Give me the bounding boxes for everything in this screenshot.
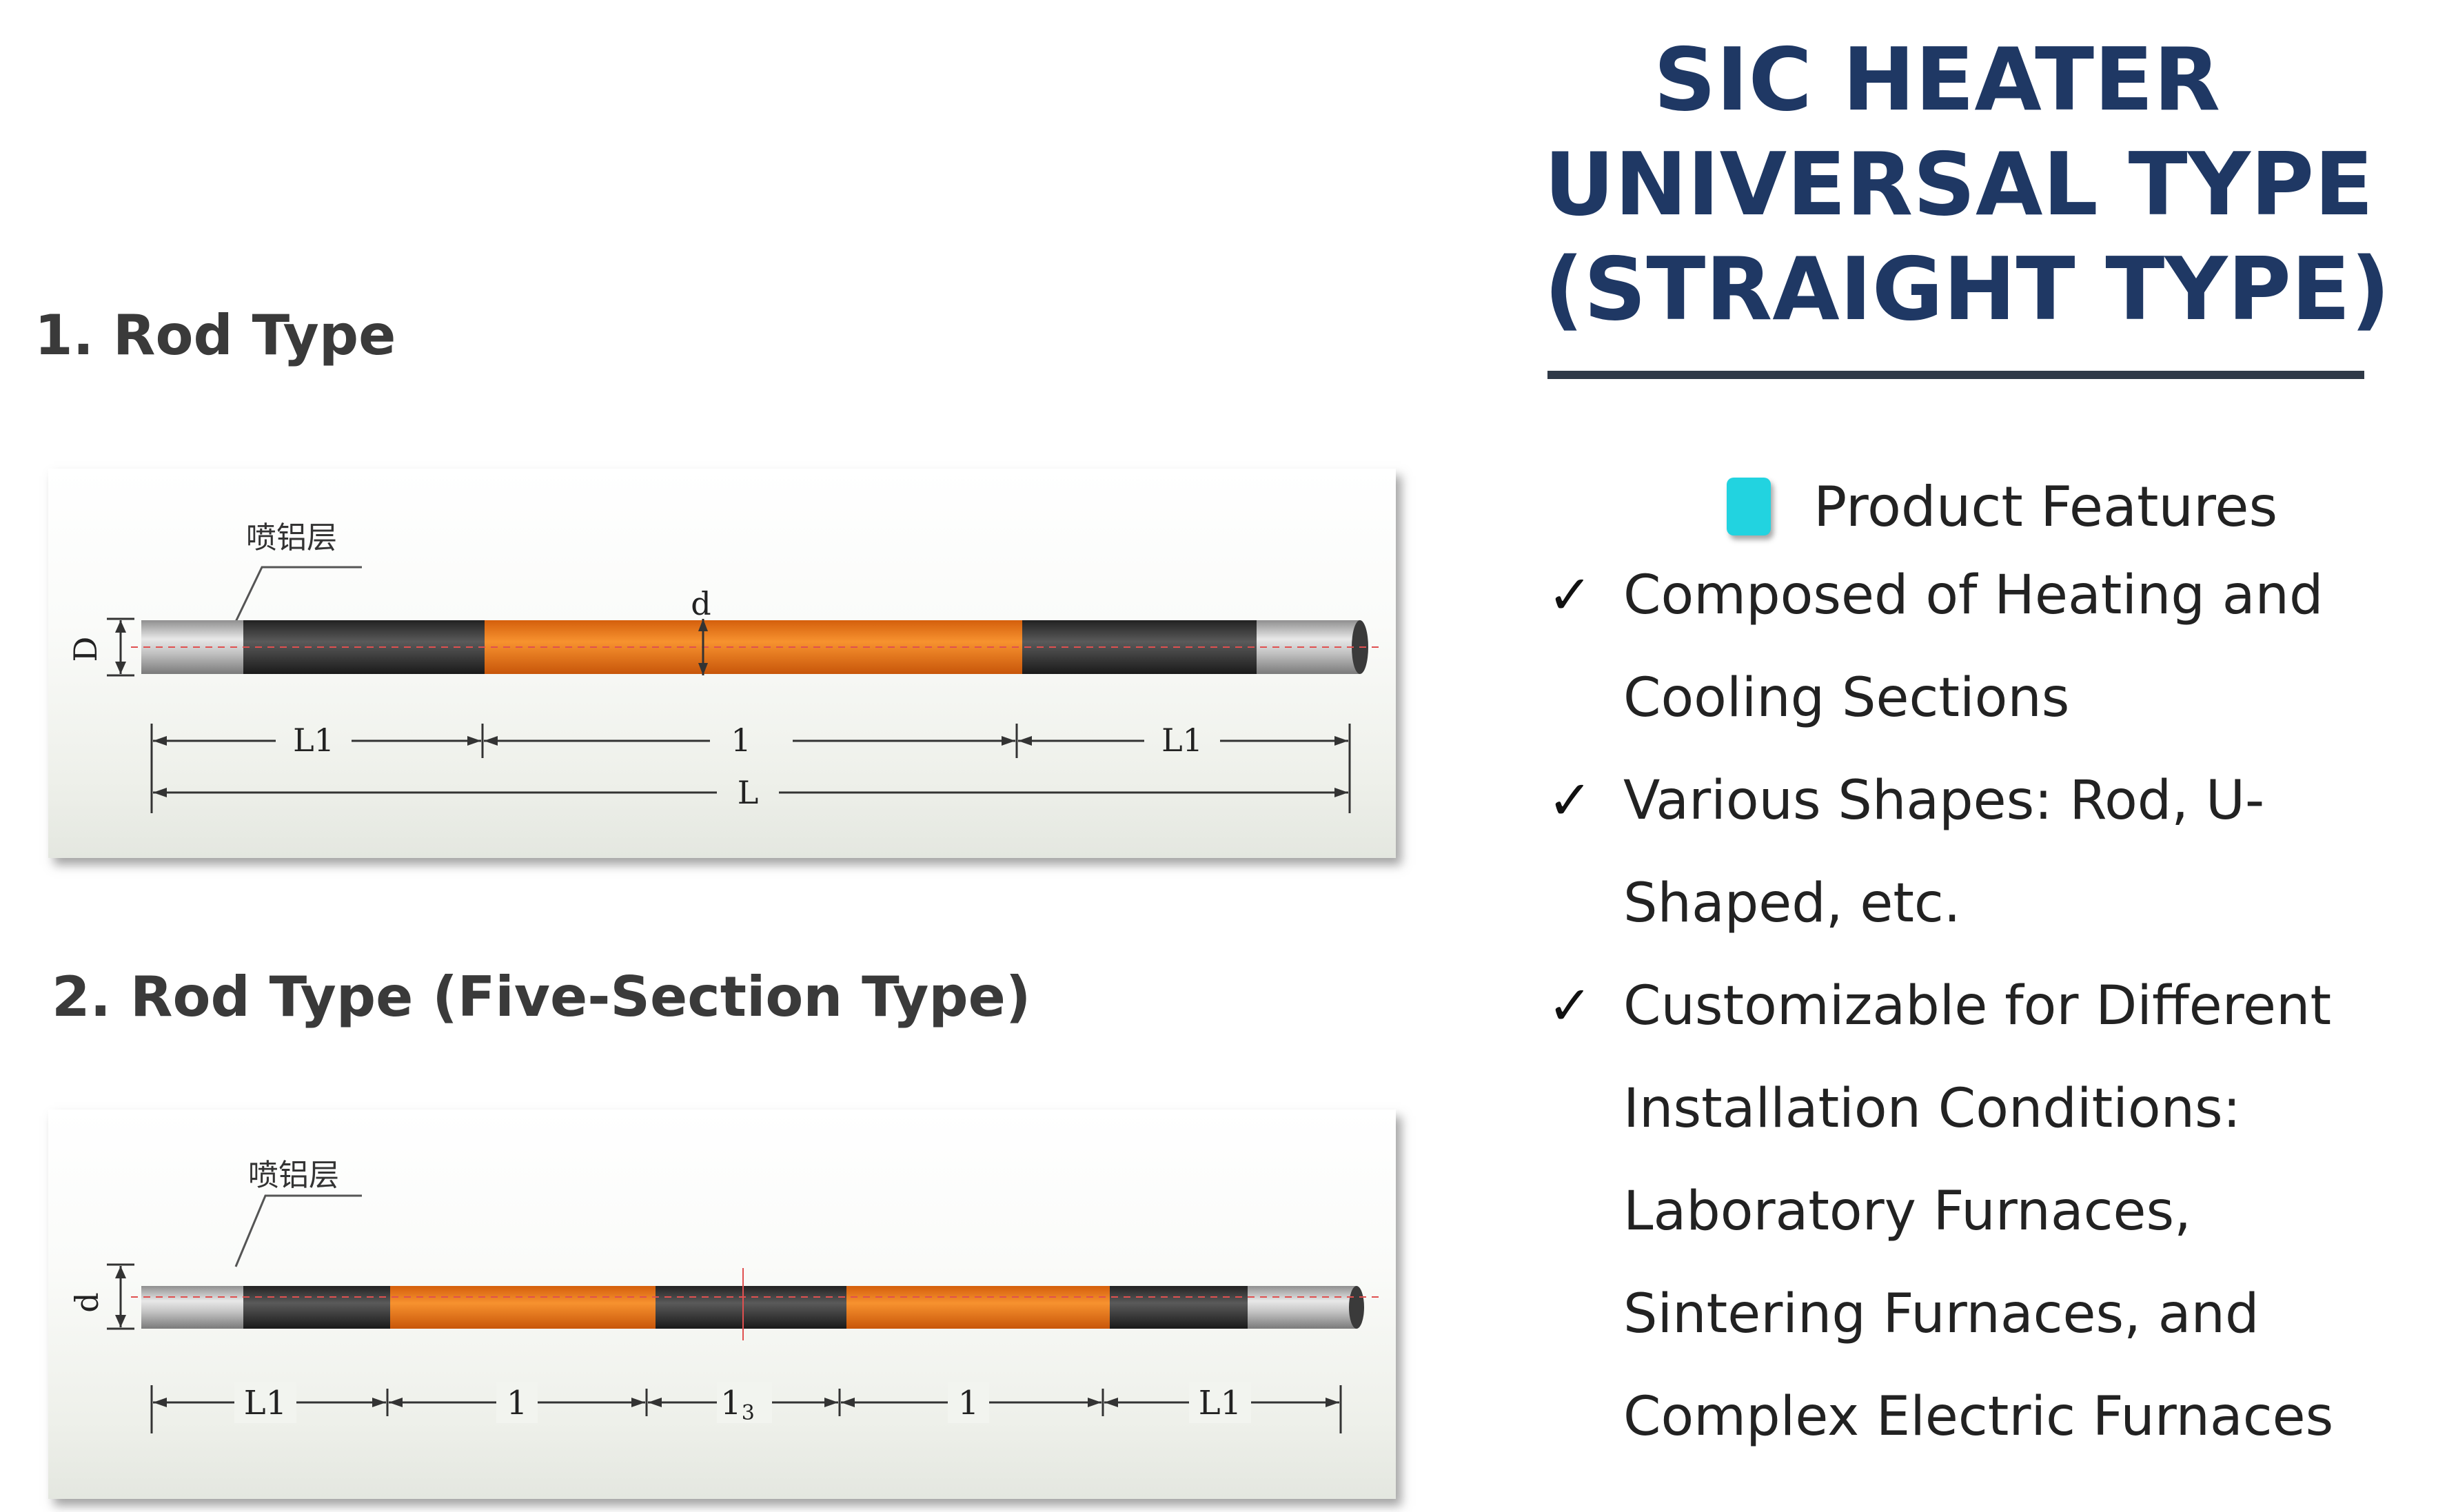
arrowhead bbox=[1104, 1398, 1118, 1407]
feature-item: ✓ Composed of Heating and Cooling Sectio… bbox=[1547, 544, 2444, 750]
arrowhead bbox=[372, 1398, 386, 1407]
heating-section-right bbox=[846, 1286, 1110, 1329]
label-gap bbox=[1189, 1382, 1251, 1423]
coating-leader-line bbox=[234, 1194, 362, 1267]
feature-item: ✓ Various Shapes: Rod, U-Shaped, etc. bbox=[1547, 750, 2444, 955]
coating-leader-line bbox=[234, 566, 362, 622]
rod-end-cap bbox=[1349, 1286, 1364, 1329]
arrowhead bbox=[1018, 736, 1032, 746]
core-arrowhead-bottom bbox=[698, 663, 708, 675]
dim-label-middle: 13 bbox=[720, 1384, 755, 1425]
heating-section-left bbox=[390, 1286, 656, 1329]
core-arrowhead-top bbox=[698, 619, 708, 631]
page-title: SIC HEATER UNIVERSAL TYPE (STRAIGHT TYPE… bbox=[1544, 28, 2390, 342]
feature-item: ✓ Customizable for Different Installatio… bbox=[1547, 955, 2444, 1469]
rod-type-diagram-svg: 喷铝层 D d L1 1 bbox=[67, 520, 1379, 813]
label-gap bbox=[496, 1382, 538, 1423]
dim-label-l1-right: L1 bbox=[1161, 722, 1203, 759]
title-line-2: UNIVERSAL TYPE bbox=[1544, 134, 2374, 235]
diameter-label: d bbox=[68, 1292, 105, 1312]
title-underline bbox=[1547, 371, 2364, 379]
check-icon: ✓ bbox=[1547, 770, 1593, 832]
bullet-square-icon bbox=[1727, 478, 1771, 535]
aluminum-end-right bbox=[1257, 620, 1360, 674]
check-icon: ✓ bbox=[1547, 564, 1593, 626]
label-gap bbox=[717, 1382, 772, 1423]
dim-label-heating-right: 1 bbox=[958, 1384, 979, 1422]
cooling-section-left bbox=[243, 620, 485, 674]
features-heading-label: Product Features bbox=[1814, 474, 2278, 539]
diameter-arrowhead-top bbox=[115, 1266, 126, 1278]
arrowhead bbox=[1334, 736, 1348, 746]
arrowhead bbox=[1002, 736, 1015, 746]
check-icon: ✓ bbox=[1547, 975, 1593, 1037]
arrowhead bbox=[841, 1398, 855, 1407]
arrowhead bbox=[631, 1398, 645, 1407]
arrowhead bbox=[1088, 1398, 1101, 1407]
arrowhead bbox=[1334, 788, 1348, 797]
dim-label-heating: 1 bbox=[731, 722, 751, 759]
section-heading-five-section-type: 2. Rod Type (Five-Section Type) bbox=[52, 965, 1031, 1029]
arrowhead bbox=[389, 1398, 403, 1407]
five-section-rod-diagram: 喷铝层 d L1 1 bbox=[48, 1110, 1396, 1499]
aluminum-end-right bbox=[1248, 1286, 1357, 1329]
diameter-label: D bbox=[67, 637, 104, 662]
coating-label: 喷铝层 bbox=[246, 520, 337, 555]
dim-label-l1-right: L1 bbox=[1199, 1384, 1241, 1422]
arrowhead bbox=[484, 736, 498, 746]
cooling-section-left bbox=[243, 1286, 390, 1329]
arrowhead bbox=[1326, 1398, 1339, 1407]
cooling-section-middle bbox=[656, 1286, 846, 1329]
cooling-section-right bbox=[1110, 1286, 1248, 1329]
arrowhead bbox=[648, 1398, 662, 1407]
dim-label-l1-left: L1 bbox=[293, 722, 334, 759]
label-gap bbox=[948, 1382, 989, 1423]
feature-text: Composed of Heating and Cooling Sections bbox=[1623, 564, 2324, 729]
arrowhead bbox=[824, 1398, 838, 1407]
arrowhead bbox=[153, 788, 167, 797]
core-label: d bbox=[691, 585, 711, 622]
aluminum-end-left bbox=[141, 1286, 243, 1329]
diameter-arrowhead-top bbox=[115, 620, 126, 633]
dim-label-heating-left: 1 bbox=[507, 1384, 528, 1422]
section-heading-rod-type: 1. Rod Type bbox=[34, 303, 396, 367]
rod-type-diagram: 喷铝层 D d L1 1 bbox=[48, 469, 1396, 858]
dim-label-total: L bbox=[738, 774, 759, 811]
label-gap bbox=[234, 1382, 296, 1423]
feature-text: Customizable for Different Installation … bbox=[1623, 975, 2334, 1448]
features-heading: Product Features bbox=[1727, 469, 2277, 544]
five-section-rod-diagram-svg: 喷铝层 d L1 1 bbox=[68, 1158, 1379, 1433]
title-line-3: (STRAIGHT TYPE) bbox=[1544, 238, 2390, 340]
coating-label: 喷铝层 bbox=[248, 1158, 339, 1193]
arrowhead bbox=[467, 736, 481, 746]
feature-text: Various Shapes: Rod, U-Shaped, etc. bbox=[1623, 770, 2265, 934]
diameter-arrowhead-bottom bbox=[115, 1315, 126, 1327]
dim-label-l1-left: L1 bbox=[244, 1384, 287, 1422]
title-line-1: SIC HEATER bbox=[1653, 29, 2221, 130]
diameter-arrowhead-bottom bbox=[115, 662, 126, 674]
arrowhead bbox=[153, 1398, 167, 1407]
features-list: ✓ Composed of Heating and Cooling Sectio… bbox=[1547, 544, 2444, 1469]
arrowhead bbox=[153, 736, 167, 746]
